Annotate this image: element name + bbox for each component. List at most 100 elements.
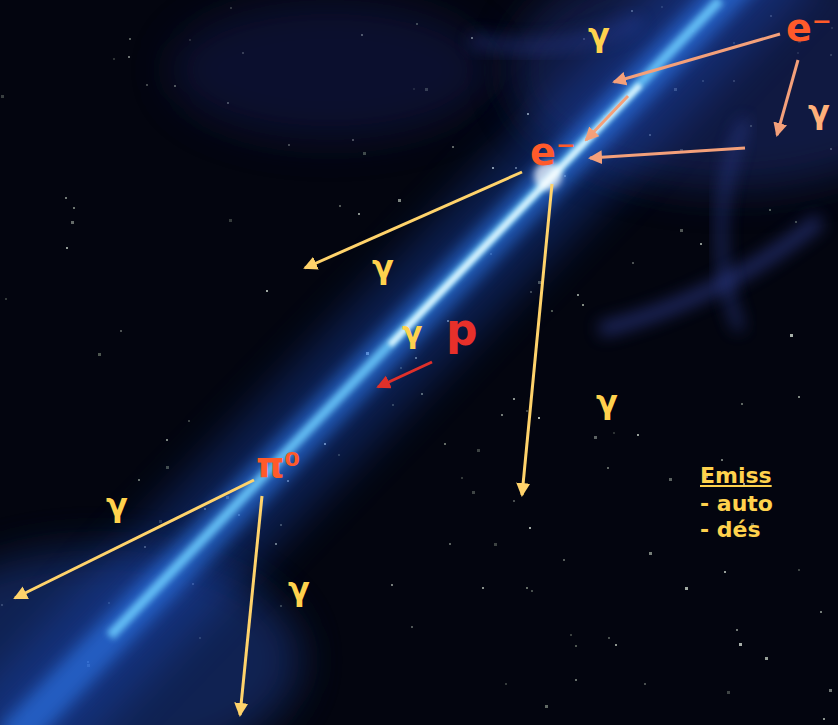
note-text: - dés xyxy=(700,518,761,542)
photon-arrow xyxy=(777,60,798,135)
photon-label: γ xyxy=(808,95,830,130)
star xyxy=(73,207,75,209)
star xyxy=(721,459,723,461)
star xyxy=(727,691,730,694)
star xyxy=(421,393,423,395)
jet-glow xyxy=(0,0,780,725)
star xyxy=(230,7,232,9)
star xyxy=(637,434,639,436)
particle-label: e⁻ xyxy=(786,8,832,50)
photon-arrow xyxy=(614,34,780,82)
star xyxy=(608,637,610,639)
star xyxy=(538,417,540,419)
star xyxy=(700,243,702,245)
photon-label: γ xyxy=(402,316,422,349)
note-text: - auto xyxy=(700,492,773,516)
star xyxy=(65,197,67,199)
star xyxy=(632,262,634,264)
interaction-arrow xyxy=(378,362,432,387)
star xyxy=(98,353,101,356)
photon-arrow xyxy=(15,480,254,598)
star xyxy=(736,629,738,631)
photon-arrow xyxy=(590,148,745,158)
star xyxy=(724,571,726,573)
star xyxy=(129,38,131,40)
jet-core xyxy=(110,0,720,636)
star xyxy=(146,84,148,86)
star xyxy=(461,477,463,479)
star xyxy=(551,310,553,312)
star xyxy=(570,634,572,636)
star xyxy=(685,587,688,590)
photon-label: γ xyxy=(106,488,128,523)
star xyxy=(288,144,290,146)
photon-label: γ xyxy=(588,18,610,53)
star xyxy=(607,467,609,469)
star xyxy=(494,543,497,546)
star xyxy=(829,689,832,692)
star xyxy=(613,432,615,434)
star xyxy=(505,683,507,685)
star xyxy=(411,626,413,628)
star xyxy=(820,611,822,613)
star xyxy=(538,281,541,284)
star xyxy=(266,290,268,292)
photon-arrow xyxy=(240,496,262,715)
star xyxy=(444,443,446,445)
jet-body xyxy=(10,0,760,725)
star xyxy=(513,398,515,400)
star xyxy=(575,645,577,647)
star xyxy=(391,584,393,586)
star xyxy=(739,643,742,646)
star xyxy=(280,605,282,607)
star xyxy=(120,330,122,332)
star xyxy=(66,247,68,249)
star xyxy=(526,410,528,412)
wisp xyxy=(721,120,745,330)
star xyxy=(1,95,4,98)
star xyxy=(680,229,683,232)
star xyxy=(529,527,531,529)
star xyxy=(577,294,579,296)
star xyxy=(563,559,565,561)
photon-label: γ xyxy=(372,250,394,285)
star xyxy=(166,466,169,469)
star xyxy=(545,705,548,708)
star xyxy=(166,439,168,441)
star xyxy=(138,479,140,481)
particle-label: p xyxy=(446,306,478,354)
note-heading: Emiss xyxy=(700,464,772,488)
star xyxy=(823,718,825,720)
star xyxy=(449,543,451,545)
particle-label: e⁻ xyxy=(530,132,576,174)
star xyxy=(530,291,532,293)
photon-arrow xyxy=(586,96,628,140)
star xyxy=(358,213,360,215)
star xyxy=(531,590,533,592)
star xyxy=(339,205,341,207)
star xyxy=(513,500,515,502)
wisp xyxy=(600,220,820,330)
star xyxy=(644,683,646,685)
star xyxy=(649,552,652,555)
star xyxy=(798,569,800,571)
star xyxy=(575,679,577,681)
star xyxy=(128,56,130,58)
haze xyxy=(170,0,490,140)
star xyxy=(229,219,232,222)
star xyxy=(765,657,768,660)
star xyxy=(363,152,366,155)
star xyxy=(741,403,743,405)
star xyxy=(594,436,597,439)
star xyxy=(482,587,484,589)
star xyxy=(795,221,797,223)
star xyxy=(188,420,190,422)
photon-label: γ xyxy=(288,572,310,607)
star xyxy=(398,199,401,202)
star xyxy=(501,414,503,416)
particle-label: π⁰ xyxy=(256,446,300,486)
star xyxy=(790,334,793,337)
